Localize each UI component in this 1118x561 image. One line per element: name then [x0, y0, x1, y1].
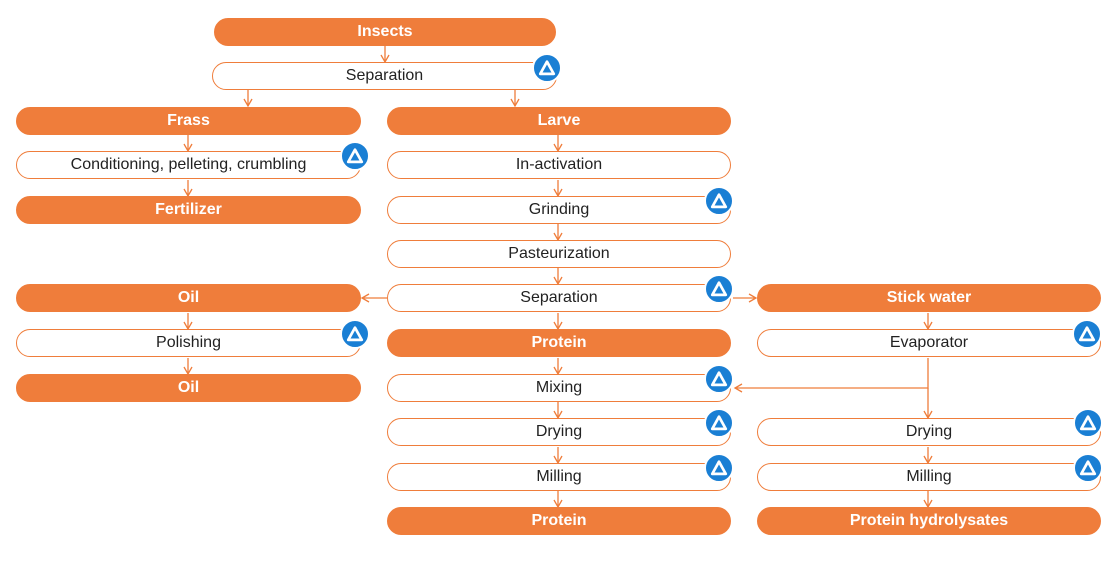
node-stick-water: Stick water — [757, 284, 1101, 312]
alfa-laval-logo-icon — [1072, 319, 1102, 349]
alfa-laval-logo-icon — [340, 319, 370, 349]
arrow-evaporator-mixing — [733, 358, 929, 393]
node-protein-hydrolysates: Protein hydrolysates — [757, 507, 1101, 535]
node-oil: Oil — [16, 284, 361, 312]
alfa-laval-logo-icon — [1073, 408, 1103, 438]
node-larve: Larve — [387, 107, 731, 135]
node-milling: Milling — [387, 463, 731, 491]
node-protein: Protein — [387, 329, 731, 357]
node-mixing: Mixing — [387, 374, 731, 402]
node-frass: Frass — [16, 107, 361, 135]
node-protein-out: Protein — [387, 507, 731, 535]
node-polishing: Polishing — [16, 329, 361, 357]
node-oil-out: Oil — [16, 374, 361, 402]
node-milling-right: Milling — [757, 463, 1101, 491]
alfa-laval-logo-icon — [704, 186, 734, 216]
node-evaporator: Evaporator — [757, 329, 1101, 357]
node-grinding: Grinding — [387, 196, 731, 224]
node-pasteurization: Pasteurization — [387, 240, 731, 268]
node-conditioning: Conditioning, pelleting, crumbling — [16, 151, 361, 179]
alfa-laval-logo-icon — [704, 274, 734, 304]
alfa-laval-logo-icon — [1073, 453, 1103, 483]
node-drying: Drying — [387, 418, 731, 446]
node-inactivation: In-activation — [387, 151, 731, 179]
alfa-laval-logo-icon — [532, 53, 562, 83]
node-insects: Insects — [214, 18, 556, 46]
alfa-laval-logo-icon — [704, 364, 734, 394]
node-fertilizer: Fertilizer — [16, 196, 361, 224]
node-separation-mid: Separation — [387, 284, 731, 312]
node-drying-right: Drying — [757, 418, 1101, 446]
alfa-laval-logo-icon — [704, 453, 734, 483]
alfa-laval-logo-icon — [340, 141, 370, 171]
node-separation-top: Separation — [212, 62, 557, 90]
alfa-laval-logo-icon — [704, 408, 734, 438]
